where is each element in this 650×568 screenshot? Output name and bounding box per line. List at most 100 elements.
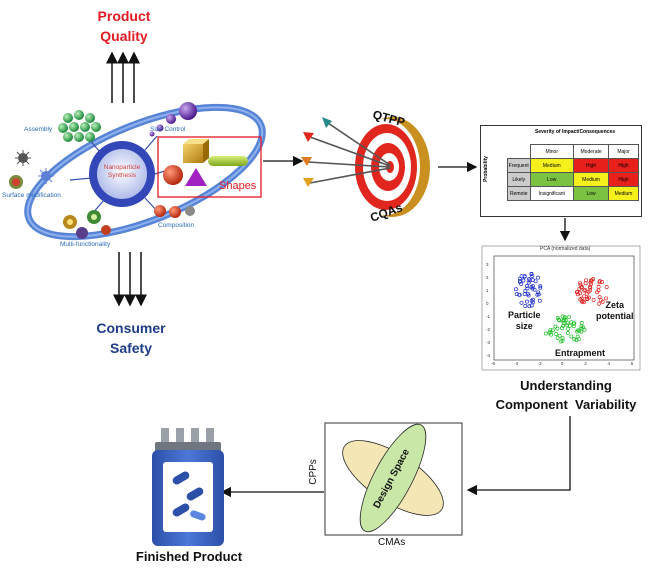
risk-row-axis: Probability bbox=[482, 156, 489, 182]
pca-point-green bbox=[549, 332, 554, 337]
pca-point-blue bbox=[513, 287, 518, 292]
pca-point-red bbox=[591, 297, 596, 302]
shapes-label: Shapes bbox=[219, 180, 257, 192]
pca-point-green bbox=[576, 328, 581, 333]
pca-point-blue bbox=[537, 298, 542, 303]
composition-spheres-icon bbox=[154, 205, 195, 218]
zeta-line1: Zeta bbox=[605, 300, 624, 310]
size-control-label: Size Control bbox=[150, 126, 186, 133]
pca-point-red bbox=[583, 287, 588, 292]
risk-cell: Medium bbox=[573, 172, 610, 187]
pca-y-tick: -4 bbox=[486, 353, 491, 358]
pca-y-tick: 2 bbox=[486, 275, 489, 280]
pca-point-red bbox=[586, 295, 591, 300]
pca-point-green bbox=[554, 332, 559, 336]
pca-point-green bbox=[567, 314, 572, 319]
pca-point-blue bbox=[536, 275, 541, 280]
pca-point-red bbox=[578, 281, 583, 286]
pca-y-tick: 3 bbox=[486, 262, 489, 267]
center-core bbox=[97, 149, 147, 199]
pca-point-blue bbox=[530, 297, 535, 302]
pca-point-green bbox=[582, 327, 587, 332]
pca-point-blue bbox=[514, 292, 519, 297]
risk-cell: Low bbox=[529, 172, 575, 187]
risk-cell: High bbox=[608, 172, 639, 187]
nanoparticle-synthesis-graphic bbox=[9, 102, 266, 241]
surface-modification-label: Surface modification bbox=[2, 192, 61, 199]
pca-point-red bbox=[580, 299, 585, 304]
center-line1: Nanoparticle bbox=[103, 164, 141, 171]
pca-point-red bbox=[604, 285, 609, 290]
pca-y-tick: -3 bbox=[486, 340, 491, 345]
pca-point-green bbox=[560, 336, 565, 341]
pca-point-red bbox=[583, 281, 588, 286]
pca-point-green bbox=[555, 326, 560, 331]
pca-point-red bbox=[578, 282, 583, 287]
consumer-safety-title: Consumer Safety bbox=[88, 318, 174, 358]
pca-point-green bbox=[574, 338, 579, 343]
pca-point-red bbox=[597, 295, 602, 300]
pca-point-blue bbox=[526, 280, 531, 285]
pca-point-blue bbox=[533, 279, 538, 284]
pca-x-tick: -6 bbox=[491, 361, 496, 366]
consumer-safety-line2: Safety bbox=[109, 340, 153, 356]
pca-plot bbox=[481, 245, 641, 371]
pca-point-green bbox=[560, 338, 565, 343]
pca-y-tick: -2 bbox=[486, 327, 491, 332]
pca-point-green bbox=[557, 318, 562, 323]
risk-cell: High bbox=[573, 158, 610, 173]
risk-col-header: Minor bbox=[529, 144, 575, 159]
product-quality-line1: Product bbox=[97, 8, 151, 24]
pca-entrapment-label: Entrapment bbox=[555, 348, 606, 358]
understanding-line2: Component Variability bbox=[495, 397, 637, 412]
pca-point-green bbox=[566, 326, 571, 331]
pca-point-red bbox=[588, 280, 593, 285]
pca-point-blue bbox=[525, 299, 529, 304]
zeta-line2: potential bbox=[596, 311, 634, 321]
particle-line2: size bbox=[515, 321, 533, 331]
pca-point-blue bbox=[529, 303, 534, 308]
pca-point-green bbox=[543, 331, 548, 336]
multi-functionality-label: Multi-functionality bbox=[60, 241, 111, 248]
multi-functionality-icon bbox=[63, 210, 111, 239]
pca-x-tick: 0 bbox=[560, 361, 564, 366]
pca-point-blue bbox=[529, 298, 534, 303]
pca-point-blue bbox=[523, 289, 528, 293]
pca-point-red bbox=[595, 290, 600, 295]
pca-point-red bbox=[580, 299, 585, 304]
pca-point-green bbox=[561, 321, 566, 325]
pca-point-blue bbox=[525, 284, 529, 289]
design-space-box bbox=[324, 422, 463, 536]
pca-x-tick: 4 bbox=[607, 361, 611, 366]
pca-point-green bbox=[565, 321, 570, 326]
risk-col-header: Major bbox=[608, 144, 639, 159]
product-quality-arrows bbox=[106, 51, 140, 103]
pca-x-tick: 6 bbox=[630, 361, 634, 366]
pca-point-green bbox=[548, 330, 553, 335]
risk-table: Minor Moderate Major Frequent Medium Hig… bbox=[507, 144, 639, 201]
assembly-label: Assembly bbox=[24, 126, 53, 133]
pca-point-green bbox=[548, 327, 553, 332]
cmas-label: CMAs bbox=[378, 537, 406, 548]
risk-row-label: Likely bbox=[507, 172, 531, 187]
pca-y-tick: 0 bbox=[486, 301, 489, 306]
risk-row-label: Remote bbox=[507, 186, 531, 201]
pca-y-tick: 1 bbox=[486, 288, 489, 293]
size-control-spheres-icon bbox=[149, 102, 197, 137]
pca-point-green bbox=[571, 324, 576, 329]
pca-point-blue bbox=[538, 285, 543, 290]
pca-point-red bbox=[575, 289, 580, 294]
particle-line1: Particle bbox=[508, 310, 541, 320]
pca-point-blue bbox=[529, 271, 534, 276]
risk-col-header: Moderate bbox=[573, 144, 610, 159]
risk-cell: Insignificant bbox=[529, 186, 575, 201]
risk-row-label: Frequent bbox=[507, 158, 531, 173]
pca-point-red bbox=[582, 294, 587, 299]
arrow-to-design-space bbox=[466, 416, 571, 496]
understanding-title: Understanding Component Variability bbox=[484, 376, 648, 414]
pca-point-green bbox=[560, 314, 565, 319]
pca-point-green bbox=[576, 337, 581, 342]
pca-point-blue bbox=[519, 281, 524, 286]
pca-point-green bbox=[557, 333, 562, 338]
